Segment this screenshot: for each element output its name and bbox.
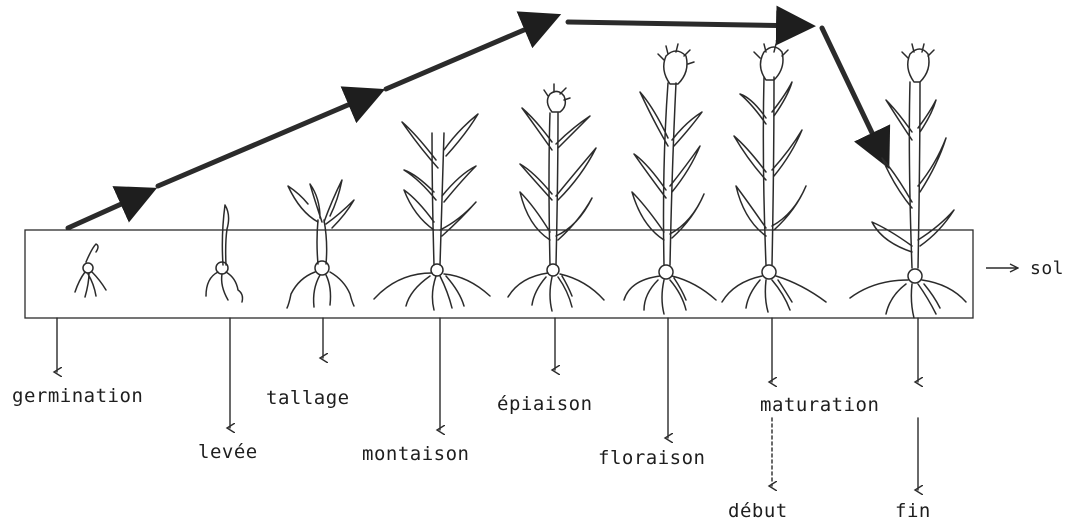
plant-illustration [206, 205, 243, 302]
stage-label-epiaison: épiaison [497, 393, 593, 415]
plant-illustration [75, 244, 106, 297]
stage-label-floraison: floraison [598, 447, 705, 469]
stage-sublabel-debut: début [728, 500, 788, 521]
soil-label: sol [1030, 258, 1064, 279]
stage-label-montaison: montaison [362, 443, 469, 465]
soil-band [25, 230, 973, 318]
plant-illustration [508, 84, 604, 311]
plant-illustration [850, 44, 966, 318]
plant-illustration [722, 44, 826, 312]
stage-sublabel-fin: fin [895, 500, 931, 521]
plant-illustration [624, 44, 716, 314]
stage-label-tallage: tallage [266, 387, 350, 409]
plant-illustration [287, 180, 354, 308]
stage-label-germination: germination [12, 385, 143, 407]
stage-label-maturation: maturation [760, 394, 879, 416]
growth-trend-arrow [68, 18, 885, 228]
stage-label-levee: levée [198, 441, 258, 463]
plant-illustration [374, 114, 490, 310]
